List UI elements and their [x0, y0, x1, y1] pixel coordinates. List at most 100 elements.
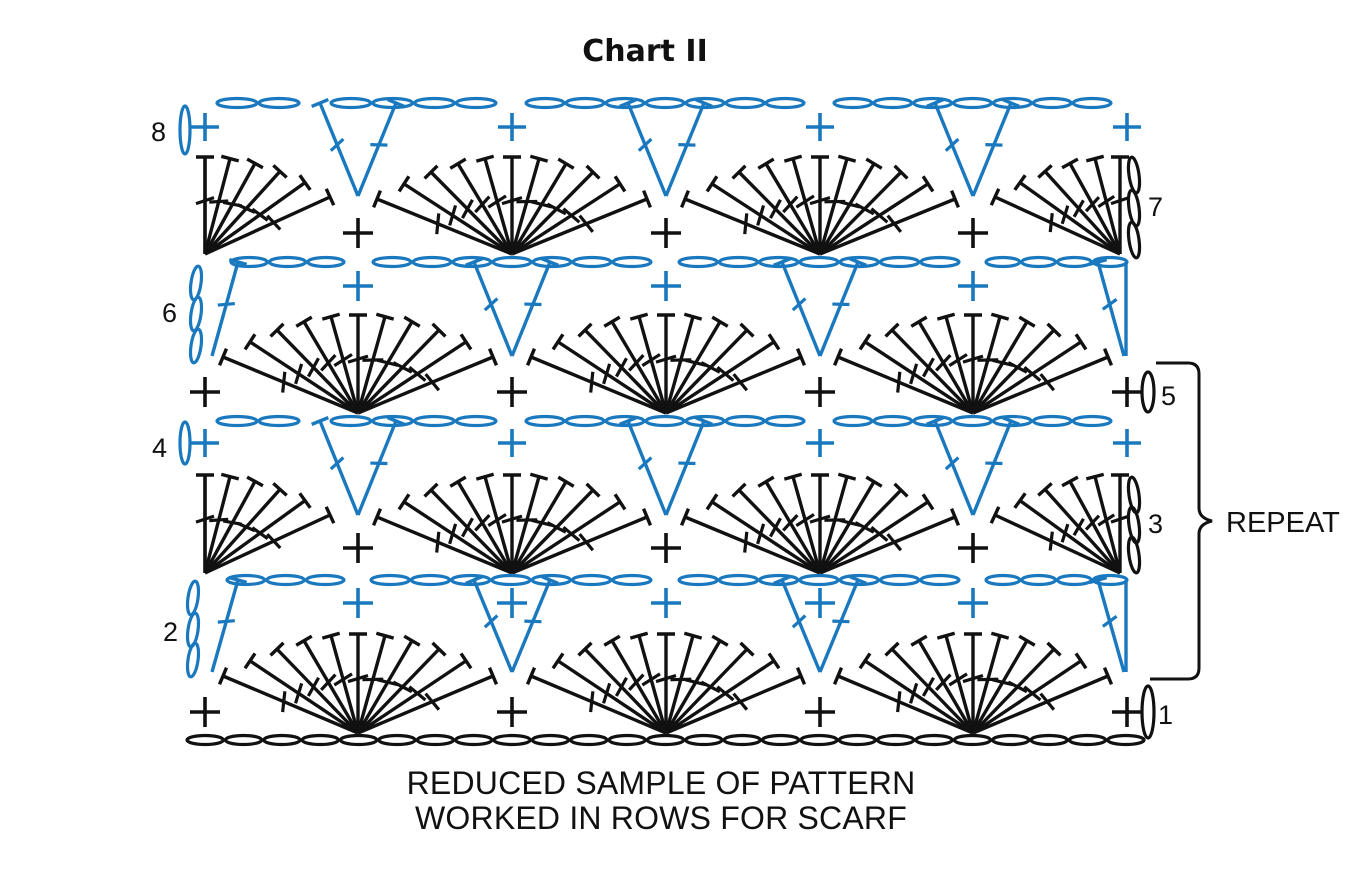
double-crochet-stitch	[294, 682, 304, 704]
chain-stitch	[684, 96, 726, 110]
double-crochet-stitch	[210, 261, 240, 357]
double-crochet-stitch	[510, 476, 541, 574]
double-crochet-stitch	[236, 521, 256, 533]
double-crochet-stitch	[971, 420, 1013, 516]
double-crochet-stitch	[613, 493, 627, 511]
double-crochet-stitch	[1084, 514, 1101, 531]
double-crochet-stitch	[602, 363, 612, 385]
double-crochet-stitch	[933, 420, 975, 516]
chain-stitch	[1071, 96, 1113, 110]
turning-chain	[188, 327, 204, 365]
chain-stitch	[724, 96, 766, 110]
double-crochet-stitch	[641, 508, 653, 526]
double-crochet-stitch	[711, 182, 821, 256]
double-crochet-stitch	[392, 361, 413, 374]
chain-stitch	[524, 96, 566, 110]
chain-stitch	[215, 414, 259, 428]
chain-stitch	[449, 573, 492, 587]
chain-stitch	[1029, 733, 1069, 747]
double-crochet-stitch	[665, 659, 775, 735]
chain-stitch	[722, 733, 762, 747]
double-crochet-stitch	[780, 579, 822, 673]
double-crochet-stitch	[849, 574, 867, 586]
double-crochet-stitch	[324, 506, 336, 524]
chain-stitch	[1031, 414, 1073, 428]
turning-chain	[1126, 188, 1142, 228]
double-crochet-stitch	[711, 634, 729, 647]
double-crochet-stitch	[204, 513, 331, 575]
double-crochet-stitch	[357, 355, 494, 415]
double-crochet-stitch	[510, 158, 541, 255]
chain-stitch	[677, 573, 719, 587]
double-crochet-stitch	[449, 157, 467, 170]
double-crochet-stitch	[387, 416, 405, 426]
double-crochet-stitch	[1002, 98, 1020, 108]
double-crochet-stitch	[210, 579, 240, 673]
double-crochet-stitch	[329, 137, 345, 152]
double-crochet-stitch	[1101, 297, 1118, 311]
double-crochet-stitch	[251, 526, 269, 541]
double-crochet-stitch	[910, 634, 928, 647]
double-crochet-stitch	[424, 373, 441, 392]
double-crochet-stitch	[1023, 365, 1042, 382]
double-crochet-stitch	[461, 199, 474, 219]
double-crochet-stitch	[783, 472, 803, 481]
double-crochet-stitch	[557, 340, 667, 415]
double-crochet-stitch	[357, 340, 467, 415]
chain-stitch	[409, 573, 452, 587]
double-crochet-stitch	[705, 175, 719, 193]
double-crochet-stitch	[1072, 517, 1085, 537]
double-crochet-stitch	[203, 480, 257, 574]
double-crochet-stitch	[705, 493, 719, 511]
double-crochet-stitch	[424, 692, 441, 711]
chain-stitch	[1106, 733, 1146, 747]
chain-stitch	[530, 733, 571, 747]
double-crochet-stitch	[886, 533, 903, 552]
double-crochet-stitch	[217, 619, 235, 624]
double-crochet-stitch	[619, 98, 637, 108]
double-crochet-stitch	[347, 354, 369, 364]
double-crochet-stitch	[791, 158, 822, 255]
double-crochet-stitch	[679, 508, 691, 526]
double-crochet-stitch	[281, 691, 287, 713]
chain-stitch	[872, 414, 914, 428]
double-crochet-stitch	[403, 634, 421, 647]
chain-stitch	[717, 573, 760, 587]
double-crochet-stitch	[423, 164, 439, 180]
double-crochet-stitch	[936, 312, 956, 321]
double-crochet-stitch	[917, 320, 975, 414]
double-crochet-stitch	[217, 301, 235, 307]
chain-stitch	[611, 255, 653, 269]
chain-stitch	[757, 573, 800, 587]
chain-stitch	[229, 255, 269, 269]
double-crochet-stitch	[886, 214, 903, 233]
double-crochet-stitch	[204, 181, 306, 256]
chart-title: Chart II	[582, 34, 708, 69]
double-crochet-stitch	[246, 475, 264, 488]
double-crochet-stitch	[909, 363, 919, 385]
double-crochet-stitch	[780, 261, 822, 357]
double-crochet-stitch	[818, 579, 860, 673]
double-crochet-stitch	[1072, 199, 1085, 218]
chain-stitch	[215, 96, 259, 110]
double-crochet-stitch	[642, 190, 652, 208]
double-crochet-stitch	[994, 513, 1121, 575]
double-crochet-stitch	[626, 420, 668, 516]
turning-chain	[188, 264, 204, 302]
chain-stitch	[490, 573, 532, 587]
chain-stitch	[838, 573, 881, 587]
double-crochet-stitch	[944, 456, 960, 471]
double-crochet-stitch	[655, 354, 677, 364]
double-crochet-stitch	[921, 493, 935, 511]
turning-chain	[185, 579, 201, 617]
double-crochet-stitch	[1007, 361, 1028, 374]
double-crochet-stitch	[1013, 174, 1027, 191]
double-crochet-stitch	[483, 158, 514, 255]
chain-stitch	[329, 96, 373, 110]
double-crochet-stitch	[791, 476, 822, 574]
double-crochet-stitch	[890, 647, 975, 735]
double-crochet-stitch	[1046, 641, 1062, 657]
double-crochet-stitch	[933, 102, 975, 197]
chain-stitch	[267, 255, 308, 269]
